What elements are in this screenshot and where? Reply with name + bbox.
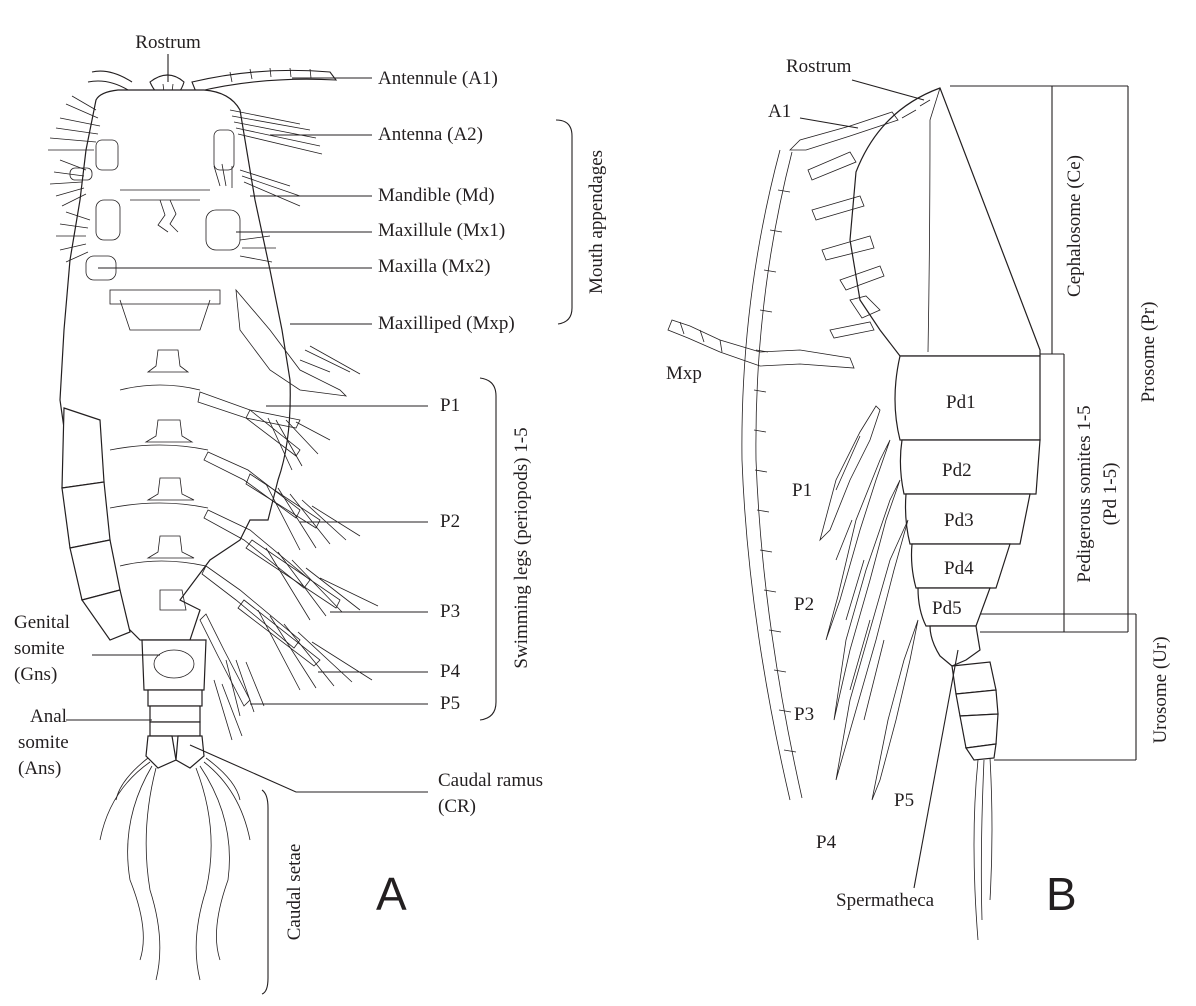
panel-a-label: A	[376, 868, 407, 920]
p1-label-a: P1	[440, 395, 460, 416]
caudal-ramus-label-1: Caudal ramus	[438, 770, 543, 791]
mxp-label: Mxp	[666, 363, 702, 384]
panel-b-labels: Rostrum A1 Mxp P1 P2 P3 P4 P5 Pd1 Pd2 Pd…	[666, 56, 1171, 920]
genital-somite-label-2: somite	[14, 638, 65, 659]
genital-somite-label-3: (Gns)	[14, 664, 57, 685]
maxillule-label: Maxillule (Mx1)	[378, 220, 505, 241]
anal-somite-label-1: Anal	[30, 706, 67, 727]
cephalosome-label: Cephalosome (Ce)	[1064, 155, 1085, 297]
anal-somite-label-2: somite	[18, 732, 69, 753]
p2-label-b: P2	[794, 594, 814, 615]
genital-somite-label-1: Genital	[14, 612, 70, 633]
mouth-appendages-label: Mouth appendages	[586, 150, 607, 294]
panel-a-labels: Rostrum Antennule (A1) Antenna (A2) Mand…	[14, 32, 607, 940]
pd4-label: Pd4	[944, 558, 974, 579]
pd1-label: Pd1	[946, 392, 976, 413]
panel-a-drawing	[48, 67, 379, 981]
maxilliped-label: Maxilliped (Mxp)	[378, 313, 515, 334]
p4-label-a: P4	[440, 661, 461, 682]
pd2-label: Pd2	[942, 460, 972, 481]
mandible-label: Mandible (Md)	[378, 185, 495, 206]
pedigerous-label-1: Pedigerous somites 1-5	[1074, 405, 1095, 582]
prosome-label: Prosome (Pr)	[1138, 302, 1159, 403]
panel-b-drawing	[667, 87, 1041, 941]
antennule-label: Antennule (A1)	[378, 68, 498, 89]
p2-label-a: P2	[440, 511, 460, 532]
p5-label-a: P5	[440, 693, 460, 714]
urosome-label: Urosome (Ur)	[1150, 636, 1171, 743]
p5-label-b: P5	[894, 790, 914, 811]
panel-b-label: B	[1046, 868, 1077, 920]
pd3-label: Pd3	[944, 510, 974, 531]
swimming-legs-label: Swimming legs (periopods) 1-5	[511, 427, 532, 668]
a1-label: A1	[768, 101, 791, 122]
p3-label-b: P3	[794, 704, 814, 725]
panel-a-leader-lines	[66, 54, 573, 995]
rostrum-label-b: Rostrum	[786, 56, 852, 77]
rostrum-label-a: Rostrum	[135, 32, 201, 53]
antenna-label: Antenna (A2)	[378, 124, 483, 145]
maxilla-label: Maxilla (Mx2)	[378, 256, 490, 277]
caudal-setae-label: Caudal setae	[284, 844, 305, 941]
p1-label-b: P1	[792, 480, 812, 501]
panel-b-leader-lines	[799, 79, 1137, 889]
pedigerous-label-2: (Pd 1-5)	[1100, 463, 1121, 526]
p4-label-b: P4	[816, 832, 837, 853]
p3-label-a: P3	[440, 601, 460, 622]
anal-somite-label-3: (Ans)	[18, 758, 61, 779]
caudal-ramus-label-2: (CR)	[438, 796, 476, 817]
pd5-label: Pd5	[932, 598, 962, 619]
spermatheca-label: Spermatheca	[836, 890, 935, 911]
